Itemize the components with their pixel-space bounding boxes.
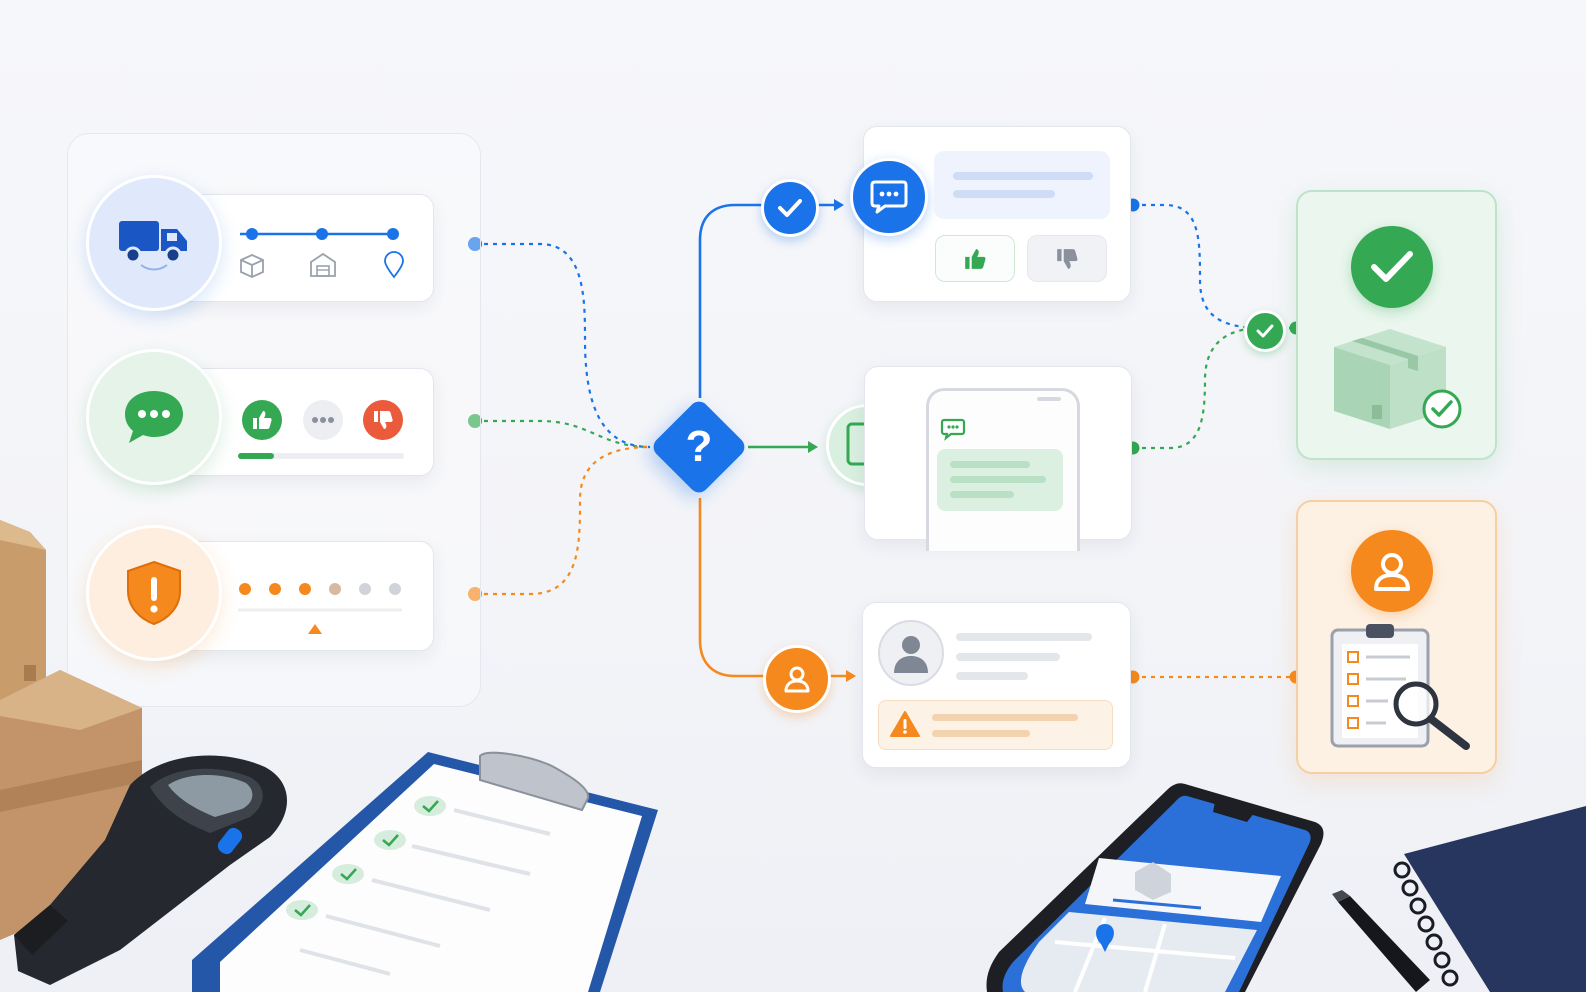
chat-bubble-icon	[125, 391, 183, 443]
message-line	[950, 491, 1014, 498]
thumbs-down-icon[interactable]	[363, 400, 403, 440]
thumbs-up-icon[interactable]	[242, 400, 282, 440]
agent-detail-line	[956, 672, 1028, 680]
check-circle-icon	[1351, 226, 1433, 308]
smartphone	[986, 783, 1324, 992]
package-icon	[240, 254, 264, 278]
package-check-icon	[1334, 329, 1462, 429]
agent-detail-line	[956, 653, 1060, 661]
clipboard-search-icon	[1330, 624, 1470, 750]
message-line	[950, 461, 1030, 468]
message-line	[953, 190, 1055, 198]
thumbs-down-icon	[1057, 248, 1078, 269]
decision-symbol: ?	[685, 422, 713, 471]
message-line	[950, 476, 1046, 483]
chat-bubble-icon	[940, 418, 966, 441]
escalation-alert-banner	[878, 700, 1113, 750]
warehouse-icon	[310, 252, 336, 277]
thumbs-up-icon	[965, 248, 986, 269]
agent-detail-line	[956, 633, 1092, 641]
alert-line	[932, 730, 1030, 737]
phone-status-bar	[1037, 397, 1061, 401]
shield-warning-icon	[127, 560, 181, 626]
pen	[1332, 890, 1430, 992]
spiral-notebook	[1393, 806, 1586, 992]
delivery-truck-icon	[119, 221, 187, 271]
feedback-progress-fill	[238, 453, 274, 459]
barcode-scanner	[14, 755, 288, 985]
thumbs-down-button[interactable]	[1027, 235, 1107, 282]
user-icon	[1351, 530, 1433, 612]
warning-icon	[890, 711, 920, 737]
delivery-timeline	[240, 228, 399, 240]
alert-line	[932, 714, 1078, 721]
risk-rating	[238, 583, 402, 634]
location-pin-icon	[384, 251, 404, 279]
chat-bubble-icon	[850, 158, 928, 236]
clipboard-checklist	[192, 751, 658, 992]
agent-avatar	[878, 620, 944, 686]
delivery-icon-badge	[86, 175, 222, 311]
ellipsis-icon[interactable]	[303, 400, 343, 440]
risk-icon-badge	[86, 525, 222, 661]
thumbs-up-button[interactable]	[935, 235, 1015, 282]
escalate-user-icon	[763, 645, 831, 713]
feedback-icon-badge	[86, 349, 222, 485]
message-line	[953, 172, 1093, 180]
approve-check-icon	[761, 179, 819, 237]
merge-check-icon	[1244, 310, 1286, 352]
response-message-bubble	[934, 151, 1110, 219]
feedback-progress-track	[238, 453, 404, 459]
user-icon	[894, 636, 928, 673]
